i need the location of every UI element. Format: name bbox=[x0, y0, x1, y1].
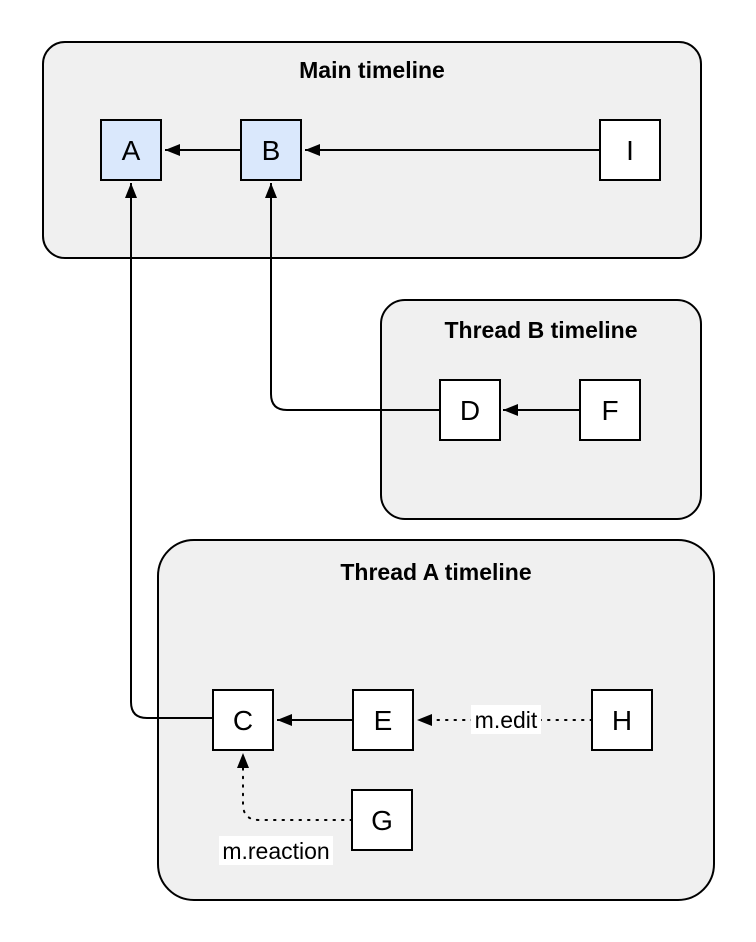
event-label-h: H bbox=[612, 705, 632, 736]
edge-c-to-a bbox=[125, 183, 213, 719]
event-node-a: A bbox=[100, 119, 162, 181]
event-node-c: C bbox=[212, 689, 274, 751]
edge-label-m-reaction-text: m.reaction bbox=[222, 838, 329, 864]
event-box-i bbox=[599, 119, 661, 181]
edge-label-m-edit-bg bbox=[471, 705, 541, 734]
edge-label-m-reaction-bg bbox=[219, 836, 333, 865]
edge-d-to-b bbox=[265, 183, 440, 411]
event-label-e: E bbox=[374, 705, 393, 736]
event-box-e bbox=[352, 689, 414, 751]
container-thread-a-timeline: Thread A timeline bbox=[157, 539, 715, 901]
event-node-i: I bbox=[599, 119, 661, 181]
event-node-e: E bbox=[352, 689, 414, 751]
main-timeline-title: Main timeline bbox=[299, 57, 445, 83]
event-node-g: G bbox=[351, 789, 413, 851]
event-label-b: B bbox=[262, 135, 281, 166]
event-box-a bbox=[100, 119, 162, 181]
thread-a-timeline-title: Thread A timeline bbox=[340, 559, 531, 585]
event-label-i: I bbox=[626, 135, 634, 166]
thread-b-timeline-title: Thread B timeline bbox=[445, 317, 638, 343]
event-node-d: D bbox=[439, 379, 501, 441]
event-label-d: D bbox=[460, 395, 480, 426]
event-node-h: H bbox=[591, 689, 653, 751]
event-label-g: G bbox=[371, 805, 393, 836]
edge-label-m-reaction: m.reaction bbox=[219, 836, 333, 865]
event-box-f bbox=[579, 379, 641, 441]
event-box-h bbox=[591, 689, 653, 751]
event-box-b bbox=[240, 119, 302, 181]
edge-label-m-edit-text: m.edit bbox=[475, 707, 538, 733]
container-thread-a-timeline-box bbox=[157, 539, 715, 901]
edge-label-m-edit: m.edit bbox=[471, 705, 541, 734]
event-node-b: B bbox=[240, 119, 302, 181]
event-box-d bbox=[439, 379, 501, 441]
edge-g-to-c-dotted bbox=[237, 752, 353, 821]
event-label-c: C bbox=[233, 705, 253, 736]
event-label-f: F bbox=[601, 395, 618, 426]
event-label-a: A bbox=[122, 135, 141, 166]
event-box-g bbox=[351, 789, 413, 851]
event-box-c bbox=[212, 689, 274, 751]
event-node-f: F bbox=[579, 379, 641, 441]
